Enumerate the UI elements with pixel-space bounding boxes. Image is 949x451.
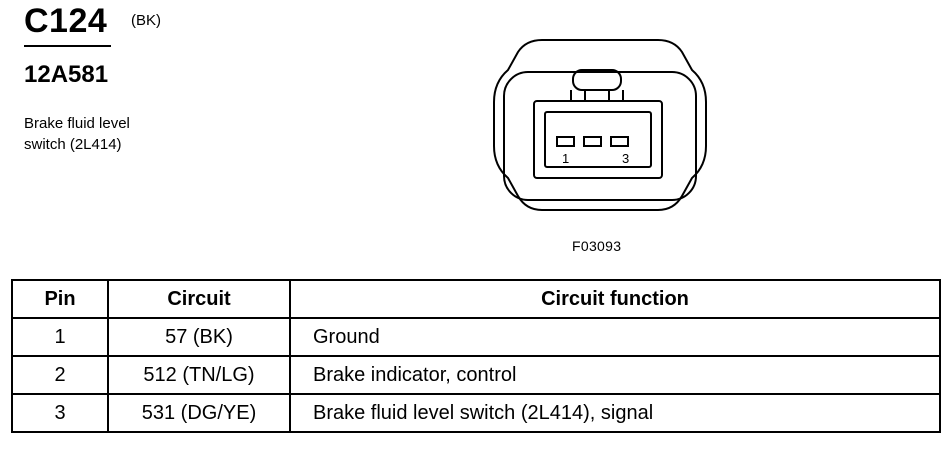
table-row: 2 512 (TN/LG) Brake indicator, control: [11, 355, 941, 395]
connector-housing-inner: [503, 71, 697, 201]
terminal-cavity-inner: [544, 111, 652, 168]
terminal-pin-3: [610, 136, 629, 147]
connector-housing-outer: [493, 39, 707, 211]
part-number: 12A581: [24, 61, 109, 88]
cell-pin: 2: [11, 355, 109, 395]
header-pin: Pin: [11, 279, 109, 319]
component-description-line2: switch (2L414): [24, 136, 122, 153]
table-row: 3 531 (DG/YE) Brake fluid level switch (…: [11, 393, 941, 433]
cell-circuit: 57 (BK): [107, 317, 291, 357]
terminal-cavity-outer: [533, 100, 663, 179]
header-circuit: Circuit: [107, 279, 291, 319]
cell-circuit-function: Brake indicator, control: [289, 355, 941, 395]
table-header-row: Pin Circuit Circuit function: [11, 279, 941, 319]
figure-code: F03093: [572, 238, 622, 254]
cell-pin: 3: [11, 393, 109, 433]
header-circuit-function: Circuit function: [289, 279, 941, 319]
pinout-table: Pin Circuit Circuit function 1 57 (BK) G…: [11, 279, 941, 433]
component-description: Brake fluid level switch (2L414): [24, 113, 130, 155]
terminal-pin-2: [583, 136, 602, 147]
table-row: 1 57 (BK) Ground: [11, 317, 941, 357]
connector-id-underline: [24, 45, 111, 47]
pin-label-last: 3: [622, 151, 629, 166]
locking-tab: [572, 69, 622, 91]
terminal-pin-1: [556, 136, 575, 147]
cell-pin: 1: [11, 317, 109, 357]
connector-face-diagram: 1 3: [493, 39, 707, 211]
connector-id: C124: [24, 2, 108, 40]
pin-label-first: 1: [562, 151, 569, 166]
cell-circuit: 531 (DG/YE): [107, 393, 291, 433]
connector-color: (BK): [131, 12, 161, 29]
cell-circuit-function: Brake fluid level switch (2L414), signal: [289, 393, 941, 433]
component-description-line1: Brake fluid level: [24, 115, 130, 132]
cell-circuit: 512 (TN/LG): [107, 355, 291, 395]
cell-circuit-function: Ground: [289, 317, 941, 357]
